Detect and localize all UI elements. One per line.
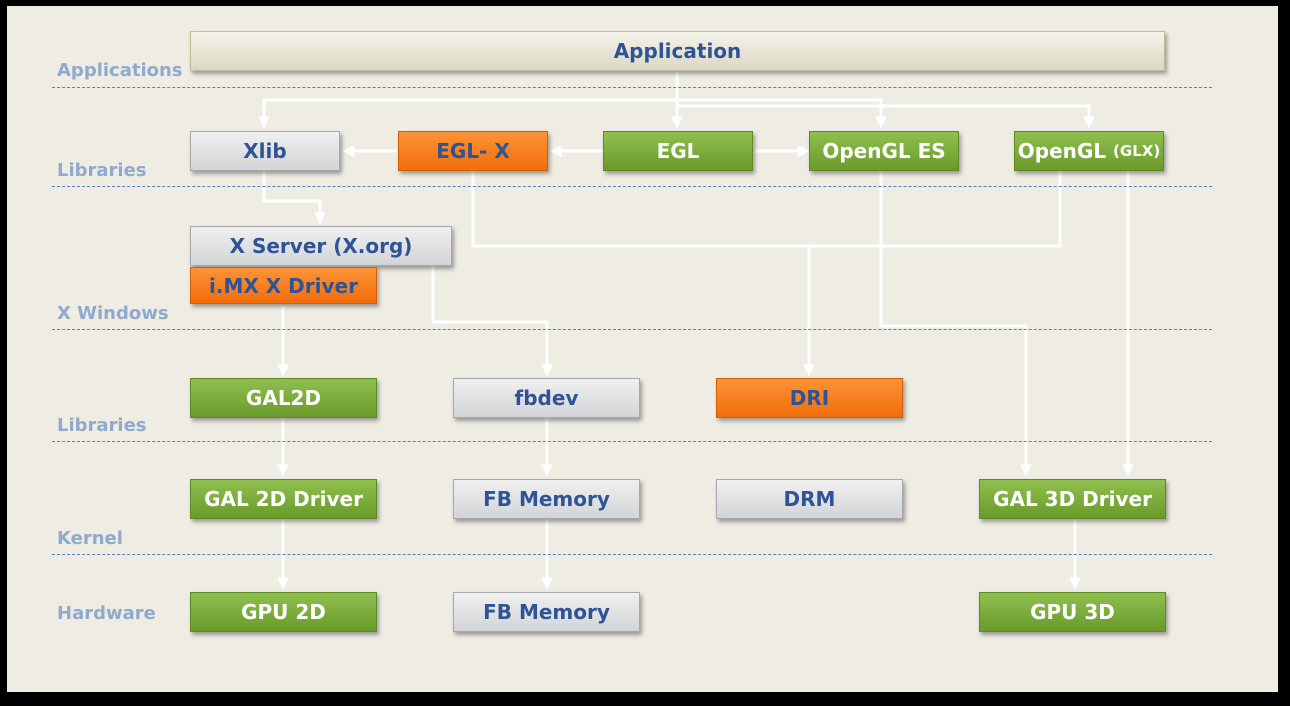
dri-box: DRI bbox=[716, 378, 903, 418]
opengl-glx-suffix: (GLX) bbox=[1113, 142, 1161, 160]
dri-label: DRI bbox=[789, 386, 830, 410]
app-to-xlib-line bbox=[258, 98, 677, 129]
x-server-label: X Server (X.org) bbox=[229, 234, 413, 258]
gpu-3d-box: GPU 3D bbox=[979, 592, 1166, 632]
fb-memory-kernel-box: FB Memory bbox=[453, 479, 640, 519]
gal-2d-driver-label: GAL 2D Driver bbox=[204, 487, 363, 511]
layer-label-libraries-top: Libraries bbox=[57, 160, 147, 181]
opengl-es-box: OpenGL ES bbox=[809, 131, 959, 171]
fb-memory-hw-label: FB Memory bbox=[483, 600, 610, 624]
application-box: Application bbox=[190, 31, 1165, 71]
separator-x-windows bbox=[52, 329, 1212, 330]
drm-label: DRM bbox=[783, 487, 836, 511]
xlib-label: Xlib bbox=[243, 139, 287, 163]
gal-2d-driver-box: GAL 2D Driver bbox=[190, 479, 377, 519]
fb-memory-hw-box: FB Memory bbox=[453, 592, 640, 632]
architecture-diagram: Applications Libraries X Windows Librari… bbox=[7, 6, 1278, 692]
layer-label-x-windows: X Windows bbox=[57, 303, 169, 324]
egl-x-box: EGL- X bbox=[398, 131, 548, 171]
drm-box: DRM bbox=[716, 479, 903, 519]
xlib-to-xserver-line bbox=[262, 170, 326, 225]
egl-x-to-dri-line bbox=[471, 170, 1062, 248]
gal-3d-driver-box: GAL 3D Driver bbox=[979, 479, 1166, 519]
imx-x-driver-label: i.MX X Driver bbox=[209, 273, 358, 298]
fbdev-label: fbdev bbox=[514, 386, 579, 410]
opengl-es-to-gal3d-line bbox=[879, 170, 1032, 477]
layer-label-libraries-bottom: Libraries bbox=[57, 415, 147, 436]
separator-libraries-top bbox=[52, 186, 1212, 187]
fbdev-box: fbdev bbox=[453, 378, 640, 418]
connector-lines bbox=[258, 72, 1134, 590]
opengl-glx-label: OpenGL bbox=[1017, 139, 1107, 163]
gal2d-box: GAL2D bbox=[190, 378, 377, 418]
gpu-2d-label: GPU 2D bbox=[241, 600, 326, 624]
layer-label-kernel: Kernel bbox=[57, 528, 123, 549]
gal-3d-driver-label: GAL 3D Driver bbox=[993, 487, 1152, 511]
app-to-opengl-es-line bbox=[677, 98, 887, 129]
opengl-es-label: OpenGL ES bbox=[822, 139, 946, 163]
gal2d-label: GAL2D bbox=[245, 386, 322, 410]
xserver-to-fbdev-line bbox=[431, 265, 553, 377]
application-label: Application bbox=[613, 39, 742, 63]
separator-kernel bbox=[52, 554, 1212, 555]
layer-label-applications: Applications bbox=[57, 60, 183, 81]
separator-libraries-bottom bbox=[52, 441, 1212, 442]
imx-x-driver-box: i.MX X Driver bbox=[190, 267, 377, 304]
gpu-2d-box: GPU 2D bbox=[190, 592, 377, 632]
fb-memory-kernel-label: FB Memory bbox=[483, 487, 610, 511]
xlib-box: Xlib bbox=[190, 131, 340, 171]
x-server-box: X Server (X.org) bbox=[190, 226, 452, 266]
egl-x-label: EGL- X bbox=[436, 139, 510, 163]
egl-box: EGL bbox=[603, 131, 753, 171]
egl-label: EGL bbox=[656, 139, 700, 163]
layer-label-hardware: Hardware bbox=[57, 603, 156, 624]
gpu-3d-label: GPU 3D bbox=[1030, 600, 1115, 624]
separator-applications bbox=[52, 87, 1212, 88]
opengl-glx-box: OpenGL (GLX) bbox=[1014, 131, 1164, 171]
app-to-opengl-glx-line bbox=[677, 104, 1095, 129]
